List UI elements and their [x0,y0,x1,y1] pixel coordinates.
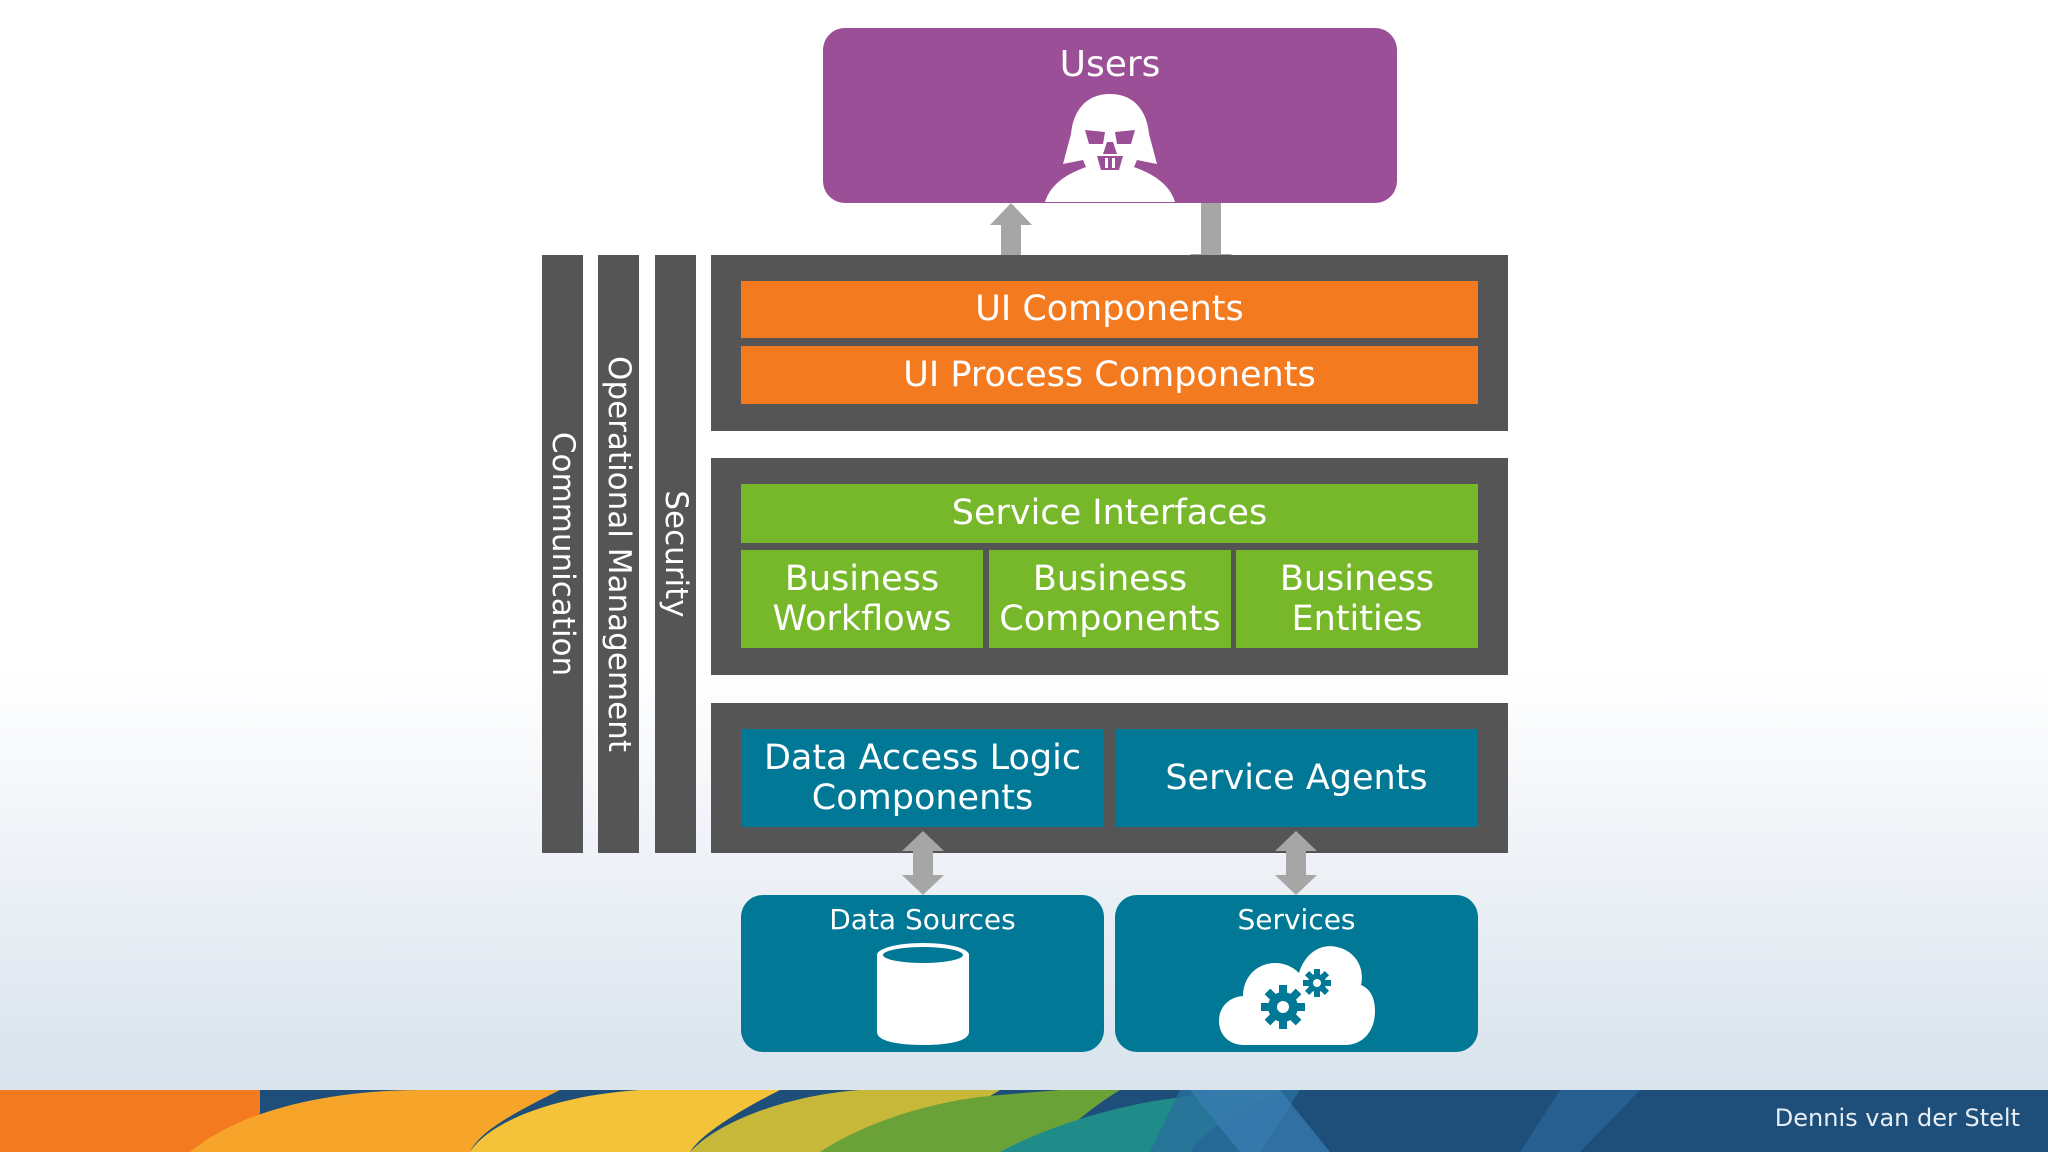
users-label: Users [1059,44,1161,85]
data-access-logic-box: Data Access Logic Components [741,729,1104,827]
operational-management-label: Operational Management [600,356,637,752]
communication-label: Communication [544,431,581,677]
communication-bar: Communication [542,255,583,853]
service-interfaces-box: Service Interfaces [741,484,1478,543]
darth-vader-icon [1045,94,1175,202]
data-sources-box: Data Sources [741,895,1104,1052]
services-double-arrow [1275,831,1317,895]
operational-management-bar: Operational Management [598,255,639,853]
service-agents-box: Service Agents [1115,729,1478,827]
services-label: Services [1237,903,1356,936]
business-components-box: Business Components [989,550,1231,648]
data-sources-label: Data Sources [829,903,1016,936]
data-sources-double-arrow [902,831,944,895]
cloud-gears-icon [1219,946,1375,1045]
author-name: Dennis van der Stelt [1774,1104,2020,1132]
users-box: Users [823,28,1397,203]
ui-process-components-box: UI Process Components [741,346,1478,404]
up-arrow [990,203,1032,276]
security-bar: Security [655,255,696,853]
ui-components-box: UI Components [741,281,1478,338]
business-workflows-box: Business Workflows [741,550,983,648]
business-entities-box: Business Entities [1236,550,1478,648]
footer-decoration [0,1090,2048,1152]
footer-band: Dennis van der Stelt [0,1090,2048,1152]
services-box: Services [1115,895,1478,1052]
security-label: Security [657,490,694,618]
database-icon [877,943,969,1045]
